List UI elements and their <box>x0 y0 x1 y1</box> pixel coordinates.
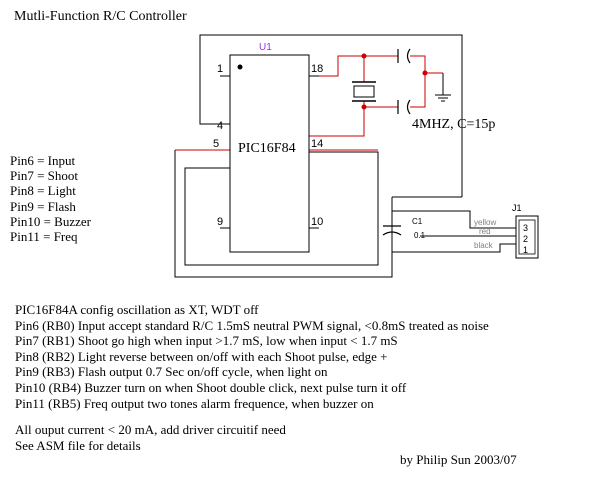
c1-plate-bottom <box>382 231 402 236</box>
pin1-marker-icon <box>237 64 243 70</box>
notes-footer: All ouput current < 20 mA, add driver ci… <box>15 422 286 453</box>
pin-label-4: 4 <box>217 120 223 132</box>
black-wires <box>174 34 516 278</box>
note-line: See ASM file for details <box>15 437 141 453</box>
junction-dots <box>361 53 428 110</box>
pin-map-item: Pin9 = Flash <box>10 198 76 214</box>
cap-bottom-plate-b <box>406 99 411 115</box>
note-line: Pin7 (RB1) Shoot go high when input >1.7… <box>15 333 398 349</box>
pin-map-item: Pin11 = Freq <box>10 229 78 245</box>
ic-ref-label: U1 <box>259 42 272 53</box>
crystal-body <box>353 85 375 98</box>
pin-label-14: 14 <box>311 138 323 150</box>
ic-pin-stubs <box>220 75 319 229</box>
pin-label-18: 18 <box>311 63 323 75</box>
connector-pin-1: 1 <box>523 245 528 255</box>
wire-label-red: red <box>479 227 491 236</box>
capacitor-c1 <box>382 225 402 236</box>
connector-pin-3: 3 <box>523 223 528 233</box>
note-line: All ouput current < 20 mA, add driver ci… <box>15 422 286 437</box>
pin-map-item: Pin10 = Buzzer <box>10 213 91 229</box>
junction-dot <box>422 70 428 76</box>
red-wires <box>175 55 443 151</box>
wire-yellow <box>392 210 516 229</box>
note-line: Pin6 (RB0) Input accept standard R/C 1.5… <box>15 317 489 333</box>
ground-icon <box>435 94 451 102</box>
page-title: Mutli-Function R/C Controller <box>14 9 187 24</box>
junction-dot <box>361 53 367 59</box>
junction-dot <box>361 104 367 110</box>
wire-osc1 <box>309 55 364 77</box>
crystal-x1 <box>352 81 376 102</box>
wire-pin4-top-loop <box>199 34 463 197</box>
wire-pin14 <box>184 151 379 266</box>
c1-value-label: 0.1 <box>414 231 426 240</box>
note-line: Pin10 (RB4) Buzzer turn on when Shoot do… <box>15 379 407 395</box>
ic-body <box>229 54 310 253</box>
connector-pin-2: 2 <box>523 234 528 244</box>
author-credit: by Philip Sun 2003/07 <box>400 452 517 467</box>
note-line: Pin11 (RB5) Freq output two tones alarm … <box>15 395 374 411</box>
wire-black <box>392 243 516 253</box>
pin-label-5: 5 <box>213 138 219 150</box>
connector-inner <box>518 219 536 255</box>
pin-label-9: 9 <box>217 216 223 228</box>
wire-label-black: black <box>474 241 494 250</box>
crystal-label: 4MHZ, C=15p <box>412 117 495 132</box>
wire-cap-right <box>410 55 426 108</box>
pin-map-item: Pin7 = Shoot <box>10 168 79 184</box>
c1-ref-label: C1 <box>412 217 423 226</box>
ic-part-label: PIC16F84 <box>238 141 296 156</box>
notes-block: PIC16F84A config oscillation as XT, WDT … <box>15 302 489 411</box>
pin-map-list: Pin6 = Input Pin7 = Shoot Pin8 = Light P… <box>10 153 91 244</box>
pin-label-10: 10 <box>311 216 323 228</box>
wire-label-yellow: yellow <box>474 218 496 227</box>
note-line: Pin8 (RB2) Light reverse between on/off … <box>15 348 388 364</box>
ic-u1 <box>220 54 319 253</box>
crystal-capacitors <box>397 48 411 115</box>
pin-label-1: 1 <box>217 63 223 75</box>
pin-map-item: Pin8 = Light <box>10 183 76 199</box>
cap-top-plate-b <box>406 48 411 64</box>
connector-ref-label: J1 <box>512 203 522 213</box>
connector-j1 <box>515 215 539 259</box>
note-line: PIC16F84A config oscillation as XT, WDT … <box>15 302 259 317</box>
note-line: Pin9 (RB3) Flash output 0.7 Sec on/off c… <box>15 364 328 380</box>
wire-osc2 <box>309 101 365 137</box>
pin-map-item: Pin6 = Input <box>10 153 76 168</box>
